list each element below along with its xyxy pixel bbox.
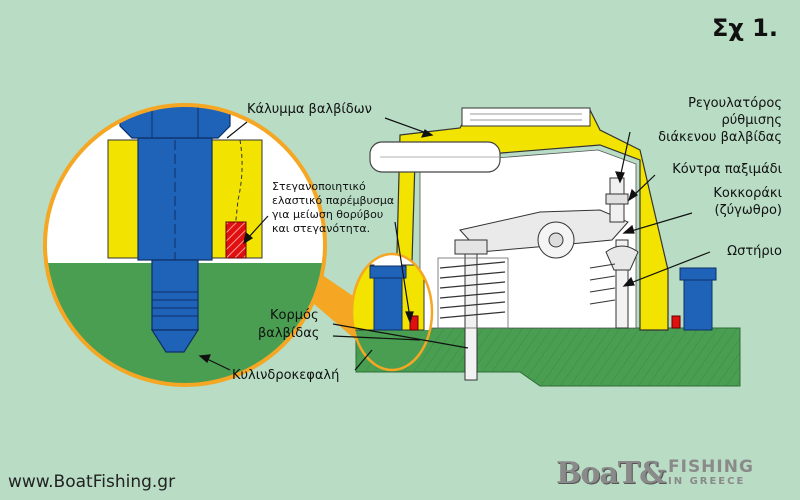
label-valve-stem-line2: βαλβίδας: [258, 326, 320, 341]
brand-logo: BoaT& FISHING IN GREECE: [556, 456, 788, 492]
label-valve-stem-line1: Κορμός: [270, 308, 319, 323]
leader-lines: [198, 117, 711, 371]
label-gasket-line3: για μείωση θορύβου: [272, 208, 384, 221]
label-valve-cover: Κάλυμμα βαλβίδων: [247, 102, 372, 117]
engine-section: [355, 107, 741, 387]
website-url: www.BoatFishing.gr: [8, 472, 176, 492]
label-rocker-line2: (ζύγωθρο): [714, 203, 782, 218]
locator-circle: [350, 252, 434, 372]
label-adjuster-line3: διάκενου βαλβίδας: [658, 130, 782, 145]
label-adjuster-line2: ρύθμισης: [721, 113, 782, 128]
label-gasket-line4: και στεγανότητα.: [272, 222, 371, 235]
label-pushrod: Ωστήριο: [727, 244, 782, 259]
label-adjuster-line1: Ρεγουλατόρος: [688, 96, 782, 111]
gasket-zoom: [225, 221, 247, 259]
logo-main-text: BoaT&: [556, 456, 666, 491]
label-gasket-line2: ελαστικό παρέμβυσμα: [272, 194, 395, 207]
label-rocker-line1: Κοκκοράκι: [713, 186, 782, 201]
cylinder-head: [355, 327, 741, 387]
zoom-detail: [43, 103, 327, 387]
logo-top-text: FISHING: [668, 457, 754, 477]
label-cylinder-head: Κυλινδροκεφαλή: [232, 368, 340, 383]
label-locknut: Κόντρα παξιμάδι: [672, 162, 782, 177]
logo-bottom-text: IN GREECE: [668, 476, 746, 487]
label-gasket-line1: Στεγανοποιητικό: [272, 180, 366, 193]
figure-label: Σχ 1.: [711, 14, 778, 42]
